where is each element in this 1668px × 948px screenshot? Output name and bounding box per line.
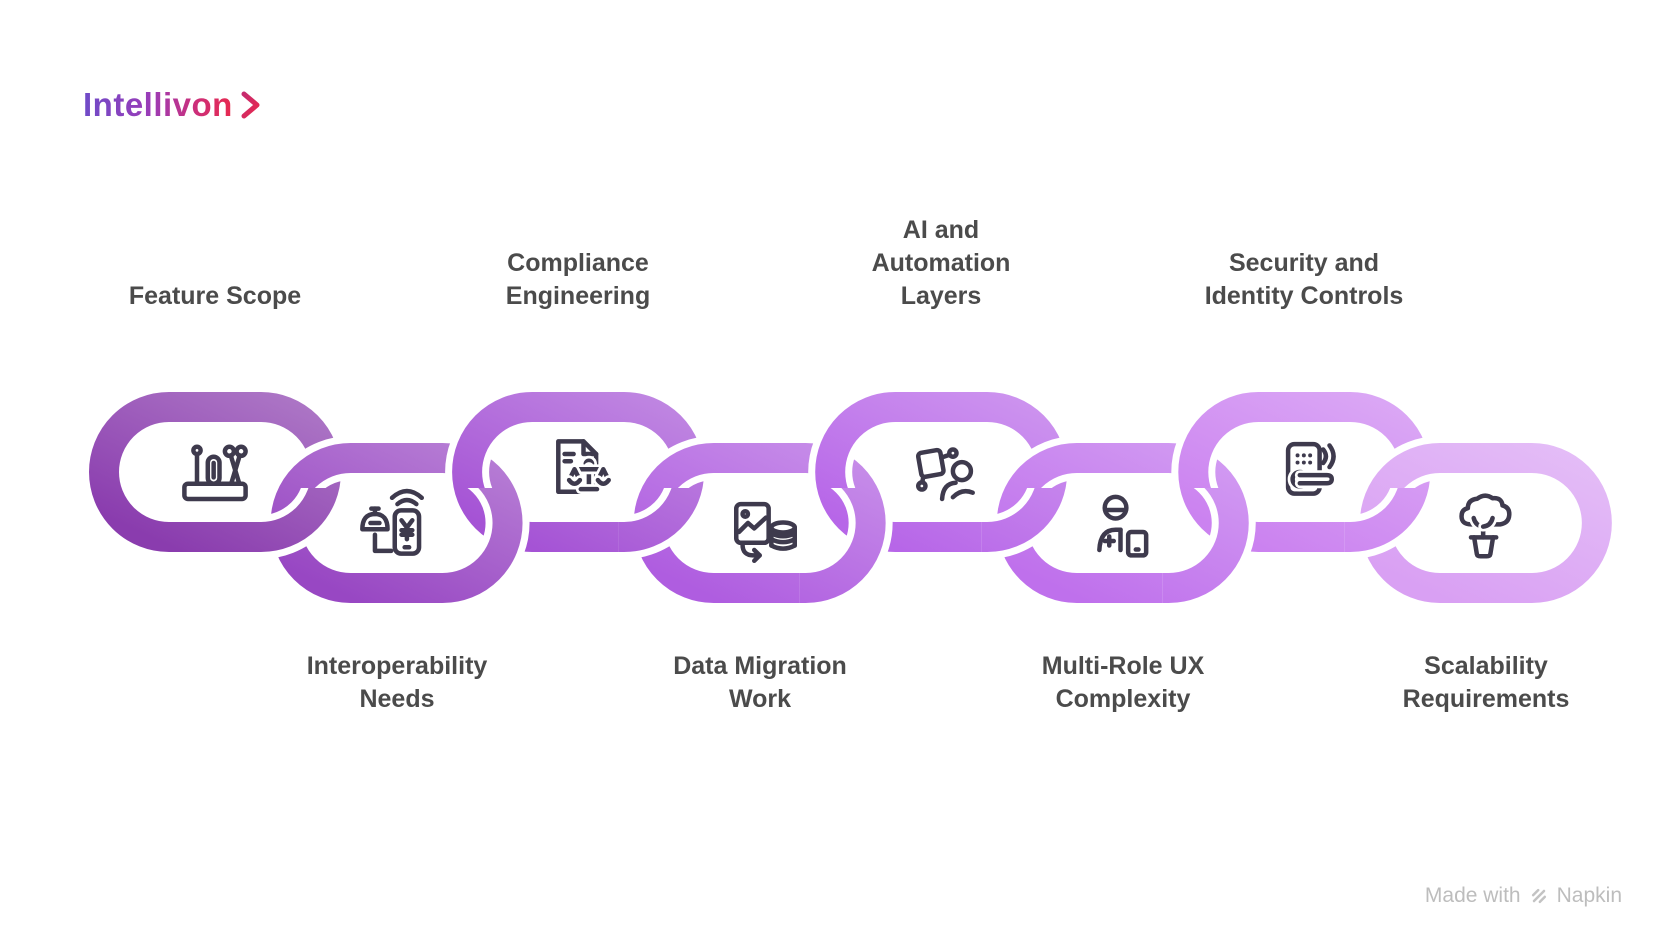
- feature-scope-icon: [182, 444, 248, 502]
- chain-weave-patch-4: [799, 488, 893, 610]
- watermark-brand: Napkin: [1556, 884, 1622, 907]
- interoperability-icon: [360, 488, 424, 556]
- ai-automation-icon: [915, 447, 975, 502]
- watermark-prefix: Made with: [1424, 884, 1521, 907]
- napkin-logo-icon: [1531, 888, 1546, 904]
- compliance-icon: [556, 439, 614, 495]
- multi-role-icon: [1097, 494, 1149, 558]
- data-migration-icon: [734, 501, 798, 564]
- label-feature-scope: Feature Scope: [128, 282, 302, 310]
- logo-chevron-icon: [241, 91, 260, 119]
- chain-weave-patch-6: [1162, 488, 1256, 610]
- chain-weave-patch-2: [436, 488, 530, 610]
- security-icon: [1285, 441, 1337, 496]
- napkin-watermark[interactable]: Made with Napkin: [1425, 884, 1622, 908]
- scalability-icon: [1459, 493, 1512, 559]
- logo-text: Intellivon: [83, 86, 233, 123]
- intellivon-logo: Intellivon: [83, 86, 263, 124]
